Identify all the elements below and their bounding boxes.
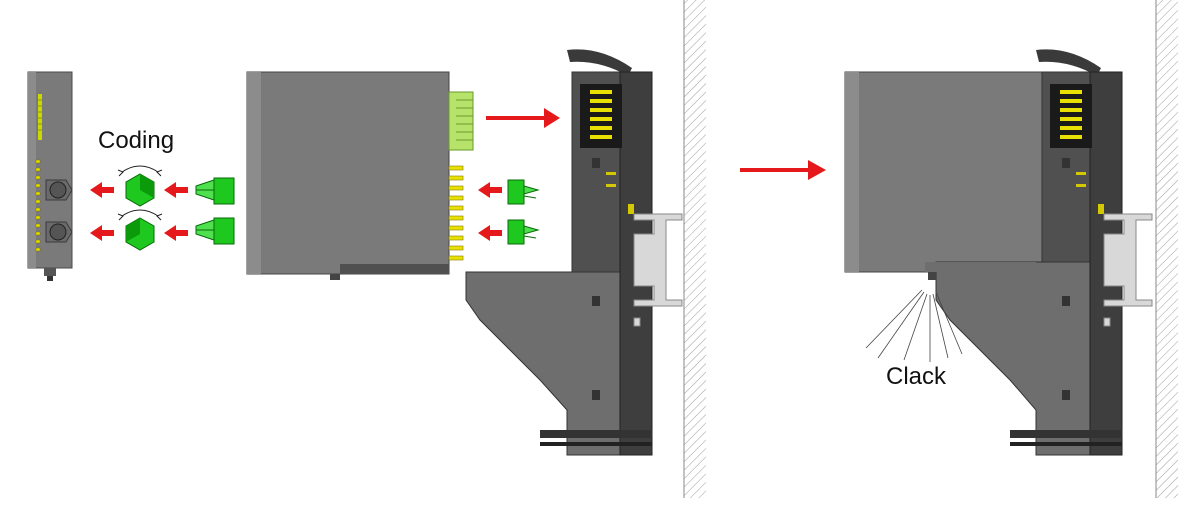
pcb-edge-connector xyxy=(448,91,474,151)
coding-key-hexagon-icon xyxy=(117,165,163,207)
coding-plug-icon xyxy=(195,177,235,205)
terminal-pins xyxy=(448,165,464,261)
din-rail-2 xyxy=(1103,213,1153,327)
red-arrow-icon xyxy=(478,182,502,241)
electronic-module xyxy=(246,71,474,280)
backplane-connector xyxy=(1050,84,1092,148)
mounting-wall-1 xyxy=(683,0,706,498)
backplane-connector xyxy=(580,84,622,148)
coding-plug-icon xyxy=(507,219,540,245)
coding-plug-icon xyxy=(195,217,235,245)
coding-key-hexagon-icon xyxy=(117,209,163,251)
red-arrow-icon xyxy=(740,160,826,180)
assembled-module xyxy=(844,49,1123,456)
base-module-1 xyxy=(465,49,653,456)
red-arrow-icon xyxy=(90,182,188,241)
red-arrow-icon xyxy=(486,108,560,128)
coding-label: Coding xyxy=(98,127,174,154)
clack-sound-lines xyxy=(865,289,963,362)
din-rail-1 xyxy=(633,213,683,327)
front-slot-2 xyxy=(45,221,73,243)
led-strip xyxy=(38,94,42,140)
front-module-panel xyxy=(27,71,73,281)
front-slot-1 xyxy=(45,179,73,201)
coding-plug-icon xyxy=(507,179,540,205)
mounting-wall-2 xyxy=(1155,0,1178,498)
clack-label: Clack xyxy=(886,363,947,390)
terminal-leds xyxy=(35,159,41,252)
